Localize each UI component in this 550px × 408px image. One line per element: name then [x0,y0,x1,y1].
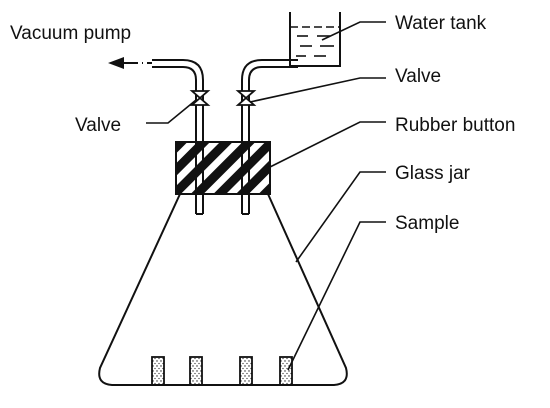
sample-3 [239,356,253,386]
glass-jar [98,193,348,386]
label-rubber-button: Rubber button [395,115,515,136]
vacuum-arrow [108,57,152,69]
leader-sample [287,221,386,371]
leader-valve-left [146,99,197,124]
sample-4 [279,356,293,386]
water-tank [289,12,341,67]
valve-left [189,90,211,106]
leader-glass-jar [295,171,386,263]
sample-1 [151,356,165,386]
leader-water-tank [321,21,386,41]
label-sample: Sample [395,213,459,234]
sample-2 [189,356,203,386]
label-glass-jar: Glass jar [395,163,471,184]
label-water-tank: Water tank [395,13,487,34]
left-tube [152,59,204,215]
leader-valve-right [249,77,386,103]
label-valve-left: Valve [75,115,121,136]
label-valve-right: Valve [395,66,441,87]
right-tube [241,59,298,215]
leader-rubber-button [267,121,386,169]
valve-right [235,90,257,106]
label-vacuum-pump: Vacuum pump [10,23,131,44]
rubber-stopper [175,141,271,195]
